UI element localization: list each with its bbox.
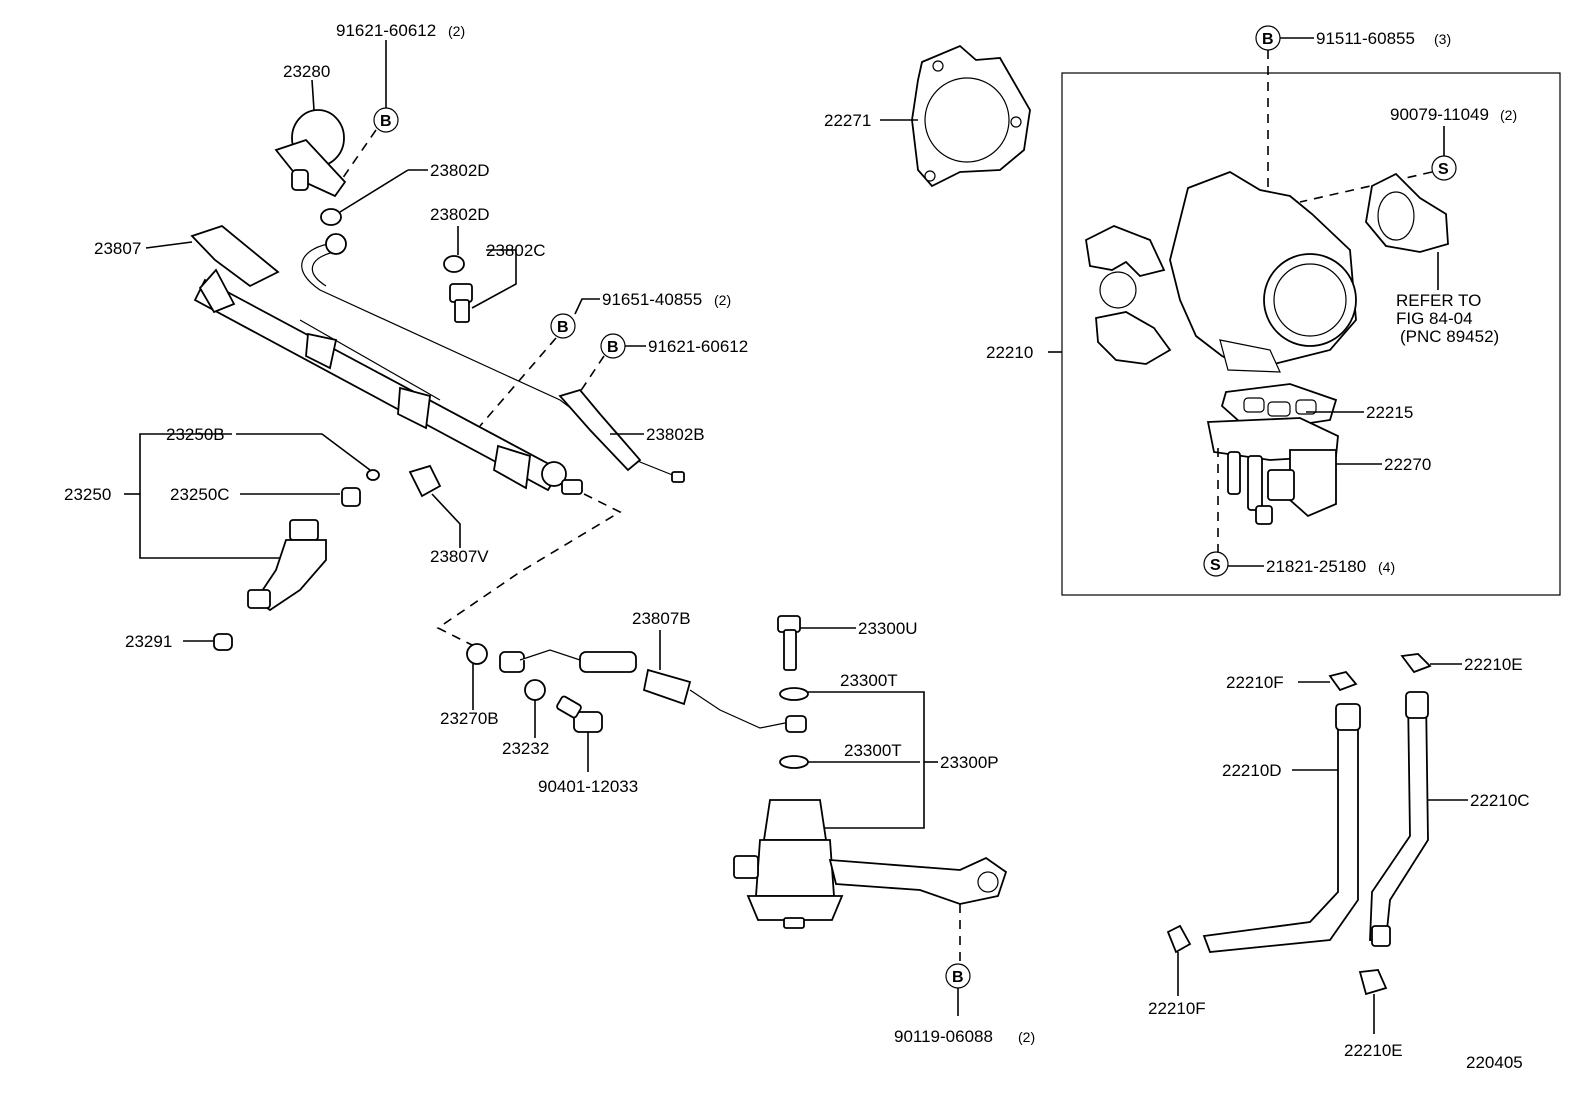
clip-22210E-top	[1400, 653, 1432, 674]
svg-text:B: B	[607, 339, 619, 356]
throttle-body-22210	[1085, 171, 1357, 373]
fuel-injector-23250	[247, 519, 327, 612]
svg-text:B: B	[557, 319, 569, 336]
label-22271: 22271	[824, 111, 871, 130]
label-21821-25180: 21821-25180	[1266, 557, 1366, 576]
label-23270B: 23270B	[440, 709, 499, 728]
label-22210C: 22210C	[1470, 791, 1530, 810]
label-23300P: 23300P	[940, 753, 999, 772]
diagram-code: 220405	[1466, 1053, 1523, 1072]
oring-23802D-a	[320, 208, 342, 226]
label-23300U: 23300U	[858, 619, 918, 638]
gasket-22271	[911, 44, 1031, 188]
bolt-marker-b-bottom: B	[945, 904, 971, 1016]
label-91511-60855: 91511-60855	[1316, 29, 1415, 48]
label-91511-60855-qty: (3)	[1434, 31, 1451, 47]
bolt-marker-b-mid-right: B	[579, 333, 646, 393]
idle-air-control-valve-22270	[1206, 417, 1339, 525]
label-91651-40855-qty: (2)	[714, 292, 731, 308]
oring-23802D-b	[443, 255, 465, 273]
fuel-pipe-23802B	[301, 233, 685, 483]
gasket-22215	[1220, 383, 1338, 427]
label-22210E-a: 22210E	[1464, 655, 1523, 674]
oring-23250B	[366, 469, 380, 481]
label-91621-60612-mid: 91621-60612	[648, 337, 748, 356]
refer-line-2: FIG 84-04	[1396, 309, 1473, 328]
label-90119-06088: 90119-06088	[894, 1027, 993, 1046]
screw-marker-s-sensor: S	[1299, 126, 1457, 203]
pulsation-damper-23280	[274, 79, 347, 198]
refer-line-3: (PNC 89452)	[1400, 327, 1499, 346]
label-23300T-b: 23300T	[844, 741, 902, 760]
label-22210F-b: 22210F	[1148, 999, 1206, 1018]
label-23250: 23250	[64, 485, 111, 504]
screw-marker-s-iacv: S	[1203, 448, 1264, 577]
label-90079-11049-qty: (2)	[1500, 107, 1517, 123]
bolt-marker-b-top: B	[339, 40, 399, 183]
fuel-hose-23807B	[466, 643, 807, 733]
label-22210E-b: 22210E	[1344, 1041, 1403, 1060]
bolt-marker-b-throttle: B	[1255, 25, 1314, 204]
label-22215: 22215	[1366, 403, 1413, 422]
label-23807: 23807	[94, 239, 141, 258]
oring-23300T-b	[779, 755, 809, 769]
insulator-23250C	[341, 487, 361, 507]
union-bolt-23802C	[449, 283, 473, 323]
label-21821-25180-qty: (4)	[1378, 559, 1395, 575]
clip-22210F-top	[1328, 670, 1358, 692]
union-bolt-90401-12033	[556, 695, 603, 733]
label-23250B: 23250B	[166, 425, 225, 444]
label-22210D: 22210D	[1222, 761, 1282, 780]
label-23280: 23280	[283, 62, 330, 81]
svg-text:S: S	[1438, 161, 1449, 178]
label-90401-12033: 90401-12033	[538, 777, 638, 796]
pressure-regulator-23300P	[733, 799, 1008, 929]
label-90119-06088-qty: (2)	[1018, 1029, 1035, 1045]
bolt-23300U	[777, 615, 801, 671]
label-23802B: 23802B	[646, 425, 705, 444]
hose-22210D	[1202, 703, 1361, 953]
label-91621-60612-top-qty: (2)	[448, 23, 465, 39]
label-23250C: 23250C	[170, 485, 230, 504]
seal-23291	[213, 633, 233, 651]
label-23802D-b: 23802D	[430, 205, 490, 224]
oring-23300T-a	[779, 687, 809, 701]
throttle-position-sensor	[1365, 172, 1449, 253]
gasket-23232	[524, 679, 546, 701]
label-23802C: 23802C	[486, 241, 546, 260]
bolt-marker-b-mid-left: B	[479, 298, 600, 427]
label-22210: 22210	[986, 343, 1033, 362]
svg-text:B: B	[952, 969, 964, 986]
svg-text:S: S	[1210, 557, 1221, 574]
label-90079-11049: 90079-11049	[1390, 105, 1489, 124]
label-22270: 22270	[1384, 455, 1431, 474]
label-23807V: 23807V	[430, 547, 489, 566]
label-23291: 23291	[125, 632, 172, 651]
hose-22210C	[1369, 691, 1429, 947]
refer-line-1: REFER TO	[1396, 291, 1481, 310]
svg-text:B: B	[380, 113, 392, 130]
insulator-23807V	[408, 464, 442, 498]
fuel-delivery-pipe-23807	[190, 224, 583, 495]
label-23300T-a: 23300T	[840, 671, 898, 690]
clip-22210E-bottom	[1358, 969, 1388, 996]
label-91651-40855: 91651-40855	[602, 290, 702, 309]
svg-text:B: B	[1262, 31, 1274, 48]
label-23232: 23232	[502, 739, 549, 758]
label-23802D-a: 23802D	[430, 161, 490, 180]
label-22210F-a: 22210F	[1226, 673, 1284, 692]
label-91621-60612-top: 91621-60612	[336, 21, 436, 40]
clip-22210F-bottom	[1166, 924, 1192, 954]
label-23807B: 23807B	[632, 609, 691, 628]
